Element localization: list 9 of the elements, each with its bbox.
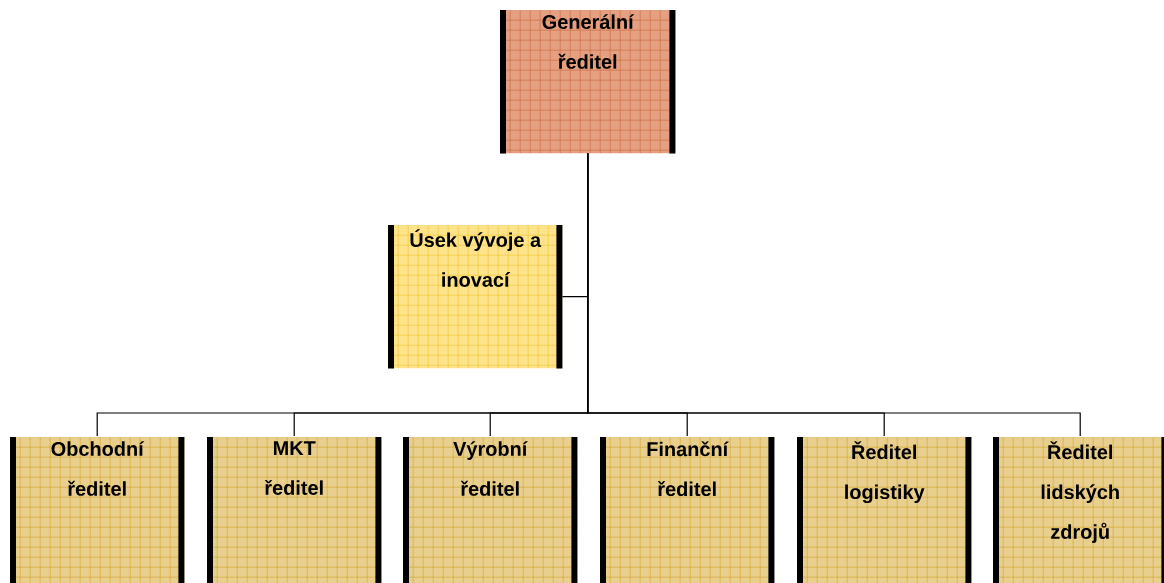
- director-box: Ředitel logistiky: [797, 434, 972, 583]
- director-box: Ředitel lidských zdrojů: [993, 434, 1164, 583]
- director-box: Finanční ředitel: [600, 434, 775, 583]
- department-box: Úsek vývoje a inovací: [388, 222, 563, 372]
- director-box: MKT ředitel: [207, 434, 382, 583]
- chief-box: Generální ředitel: [500, 7, 676, 157]
- connector: [587, 152, 1081, 437]
- director-box: Výrobní ředitel: [403, 434, 578, 583]
- director-box: Obchodní ředitel: [10, 434, 185, 583]
